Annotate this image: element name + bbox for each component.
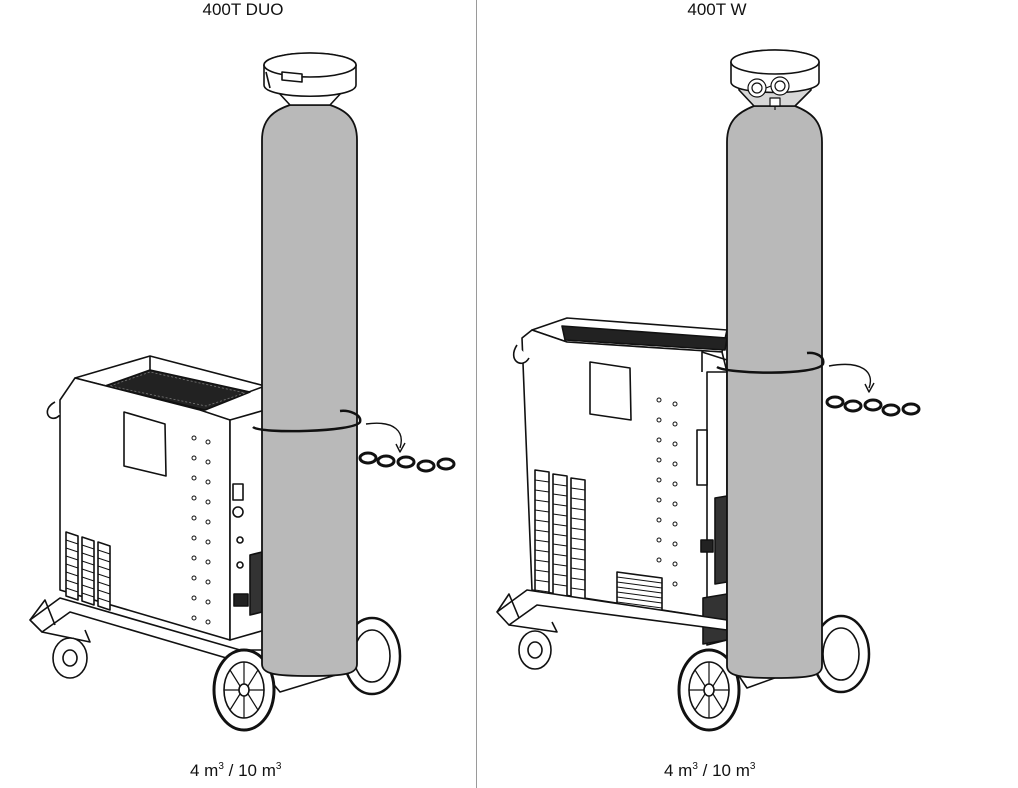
capacity-caption: 4 m3 / 10 m3 <box>664 756 755 782</box>
capacity-exp-a: 3 <box>692 761 698 772</box>
capacity-separator: / <box>697 761 713 780</box>
capacity-value-b: 10 m <box>238 761 276 780</box>
capacity-value-a: 4 m <box>190 761 219 780</box>
welding-machine-icon <box>46 355 266 641</box>
capacity-value-b: 10 m <box>712 761 750 780</box>
machine-illustration <box>496 49 921 732</box>
capacity-separator: / <box>223 761 239 780</box>
chain-icon <box>252 409 456 473</box>
capacity-caption: 4 m3 / 10 m3 <box>190 756 281 782</box>
capacity-exp-a: 3 <box>218 761 224 772</box>
gas-cylinder-icon <box>726 49 823 679</box>
machine-illustration <box>29 52 456 732</box>
panel-divider <box>476 0 477 788</box>
panel-title: 400T DUO <box>202 0 284 19</box>
welding-machine-icon <box>512 317 728 646</box>
chain-icon <box>716 351 921 417</box>
capacity-exp-b: 3 <box>275 761 282 772</box>
pressure-gauge-icon <box>747 76 790 110</box>
gas-cylinder-icon <box>261 52 358 677</box>
trolley-wheel-icon <box>518 614 871 732</box>
capacity-value-a: 4 m <box>664 761 693 780</box>
panel-title: 400T W <box>687 0 747 19</box>
capacity-exp-b: 3 <box>749 761 756 772</box>
panel-400t-w: 400T W <box>477 0 1018 788</box>
panel-400t-duo: 400T DUO <box>0 0 476 788</box>
trolley-wheel-icon <box>52 616 402 732</box>
